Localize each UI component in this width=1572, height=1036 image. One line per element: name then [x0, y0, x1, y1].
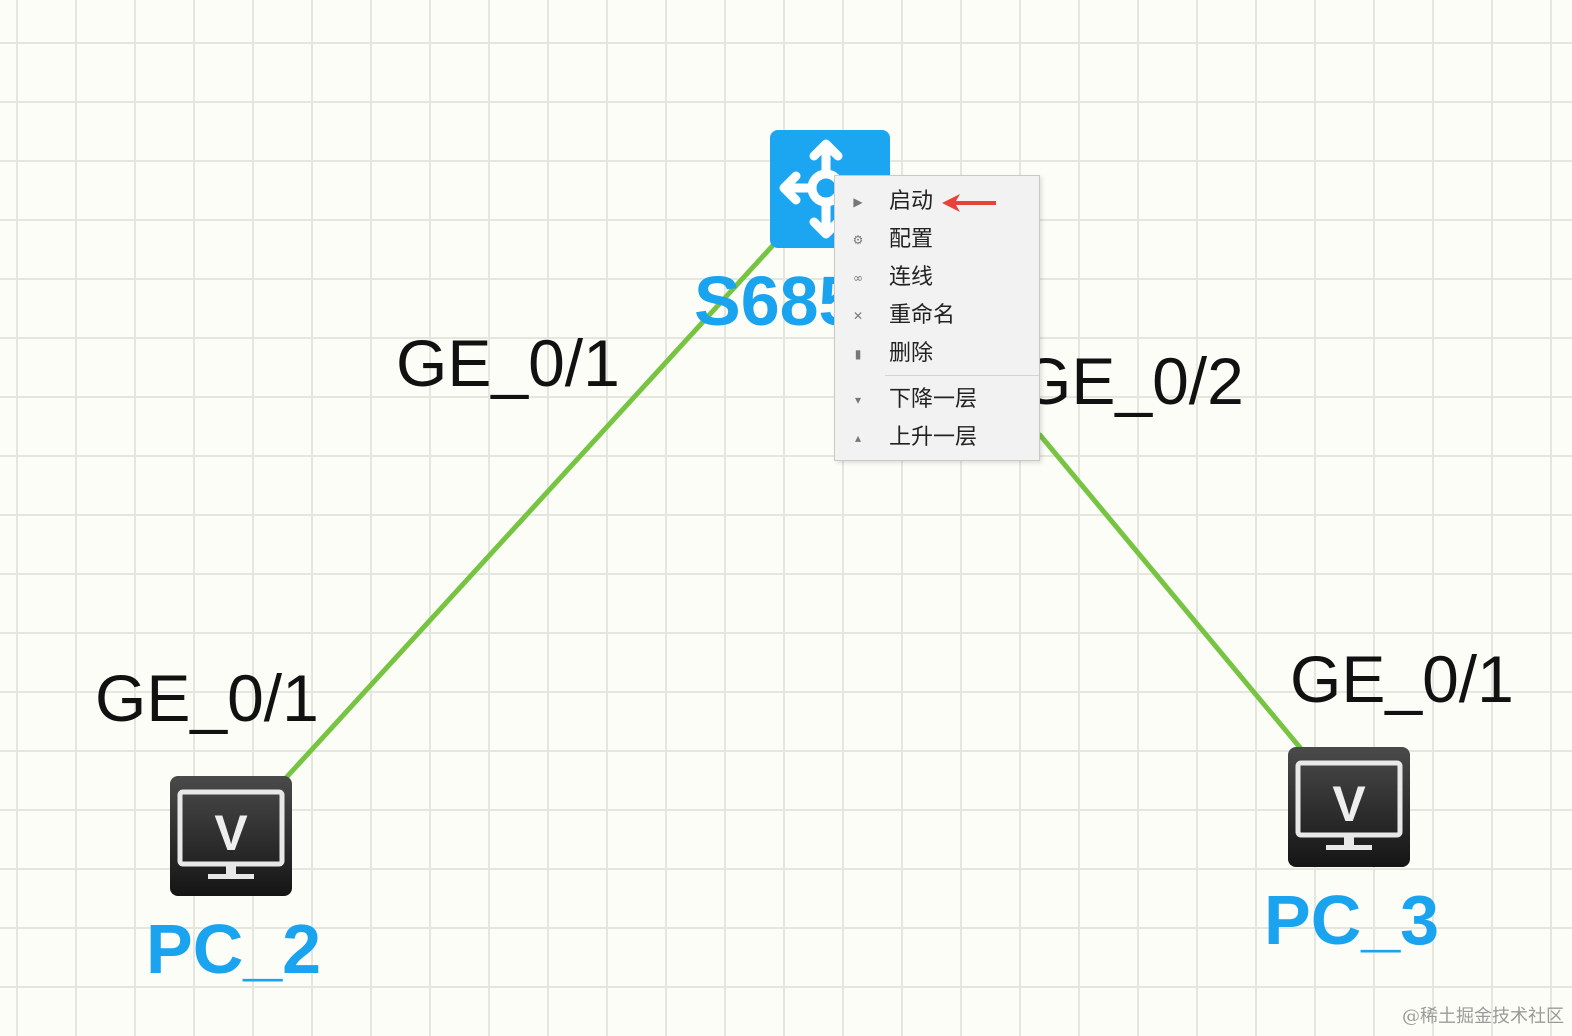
- menu-item-delete[interactable]: ▮ 删除: [835, 335, 1039, 373]
- context-menu: ▶ 启动 ⚙ 配置 ∞ 连线 ✕ 重命名 ▮ 删除 ▾ 下降一层 ▴ 上升一层: [834, 175, 1040, 461]
- trash-icon: ▮: [854, 347, 862, 361]
- port-label-switch-left: GE_0/1: [396, 326, 620, 400]
- layer-up-icon: ▴: [854, 431, 862, 445]
- menu-item-configure[interactable]: ⚙ 配置: [835, 221, 1039, 259]
- play-icon: ▶: [853, 195, 863, 209]
- menu-item-label: 下降一层: [889, 387, 978, 412]
- watermark: @稀土掘金技术社区: [1402, 1006, 1564, 1027]
- menu-item-label: 上升一层: [889, 425, 978, 450]
- annotation-arrow-icon: [942, 194, 996, 212]
- gear-icon: ⚙: [852, 233, 864, 247]
- menu-item-label: 连线: [889, 265, 934, 290]
- layer-down-icon: ▾: [854, 393, 862, 407]
- svg-text:V: V: [1332, 776, 1366, 832]
- rename-icon: ✕: [852, 309, 864, 323]
- pc3-label: PC_3: [1264, 881, 1440, 959]
- port-label-pc3: GE_0/1: [1290, 642, 1514, 716]
- menu-item-label: 重命名: [889, 303, 956, 328]
- pc-monitor-icon: V: [1288, 747, 1410, 867]
- port-label-pc2: GE_0/1: [95, 661, 319, 735]
- menu-item-layer-up[interactable]: ▴ 上升一层: [835, 419, 1039, 457]
- pc2-label: PC_2: [146, 910, 322, 988]
- menu-item-rename[interactable]: ✕ 重命名: [835, 297, 1039, 335]
- menu-item-label: 配置: [889, 227, 934, 252]
- svg-text:V: V: [214, 805, 248, 861]
- switch-label: S685: [694, 262, 858, 340]
- menu-item-start[interactable]: ▶ 启动: [835, 183, 1039, 221]
- menu-item-connect[interactable]: ∞ 连线: [835, 259, 1039, 297]
- pc3-device[interactable]: V: [1288, 747, 1410, 867]
- menu-item-label: 删除: [889, 341, 934, 366]
- link-switch-pc2[interactable]: [281, 239, 779, 783]
- menu-item-label: 启动: [889, 189, 934, 214]
- port-label-switch-right: GE_0/2: [1020, 344, 1244, 418]
- menu-separator: [885, 375, 1039, 376]
- link-icon: ∞: [853, 271, 863, 285]
- menu-item-layer-down[interactable]: ▾ 下降一层: [835, 381, 1039, 419]
- pc2-device[interactable]: V: [170, 776, 292, 896]
- pc-monitor-icon: V: [170, 776, 292, 896]
- link-switch-pc3[interactable]: [1037, 432, 1305, 753]
